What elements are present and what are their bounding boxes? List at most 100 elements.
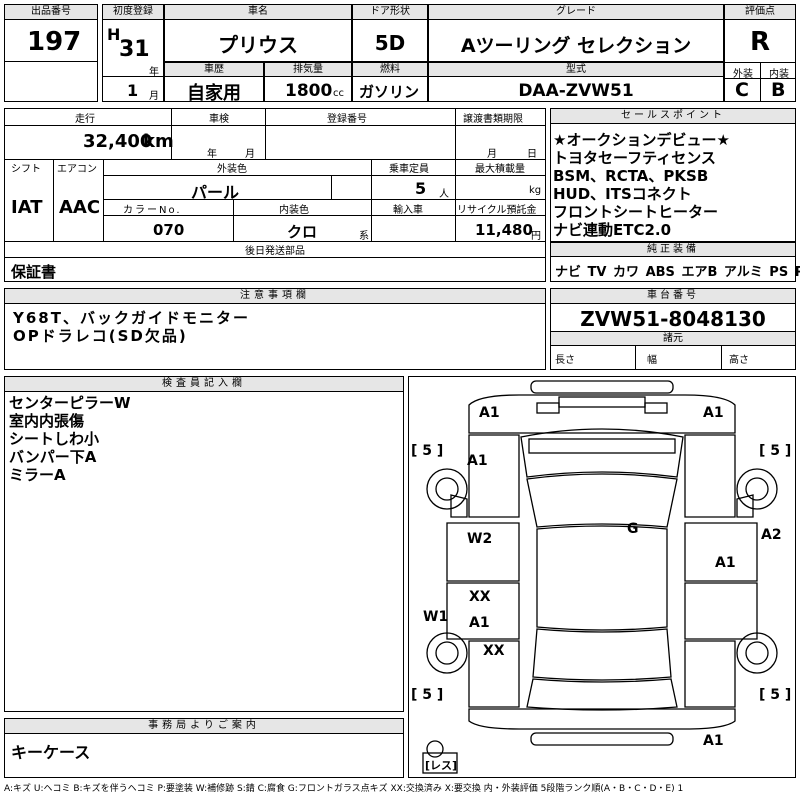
inspector-label: 検査員記入欄 <box>5 377 403 392</box>
equipment-box: 純正装備 ナビ TV カワ ABS エアB アルミ PS PW <box>550 242 800 282</box>
history-box: 車歴 自家用 <box>164 62 264 104</box>
sales-point-line: BSM、RCTA、PKSB <box>553 167 709 185</box>
notes-label: 注意事項欄 <box>5 289 545 304</box>
mark-g-roof: G <box>627 521 639 537</box>
fuel-value: ガソリン <box>359 83 420 101</box>
office-box: 事務局よりご案内 キーケース <box>4 718 404 778</box>
inspector-line: ミラーA <box>9 466 66 484</box>
mark-xx-left-door: XX <box>469 589 491 605</box>
equipment-item: カワ <box>613 265 640 280</box>
displacement-label: 排気量 <box>265 63 351 77</box>
door-label: ドア形状 <box>353 5 427 20</box>
ext-color-value: パール <box>191 183 240 202</box>
grade-box: グレード Aツーリング セレクション <box>428 4 724 62</box>
chassis-box: 車台番号 ZVW51-8048130 諸元 長さ 幅 高さ <box>550 288 796 370</box>
history-label: 車歴 <box>165 63 263 77</box>
lot-number-box: 出品番号 197 <box>4 4 98 102</box>
dims-label: 諸元 <box>551 332 795 345</box>
model-value: DAA-ZVW51 <box>518 81 634 101</box>
car-name-value: プリウス <box>218 33 298 57</box>
notes-list: Y68T、バックガイドモニター OPドラレコ(SD欠品) <box>13 309 250 345</box>
inspection-month-unit: 月 <box>245 149 255 160</box>
office-value: キーケース <box>11 743 91 762</box>
tire-front-left: [ 5 ] <box>411 443 443 459</box>
office-label: 事務局よりご案内 <box>5 719 403 734</box>
mark-a1-left-door: A1 <box>469 615 490 631</box>
era-value: H <box>107 25 121 44</box>
note-line: OPドラレコ(SD欠品) <box>13 327 188 345</box>
model-label: 型式 <box>429 63 723 77</box>
interior-label: 内装 <box>769 69 789 80</box>
mark-a1-front-right: A1 <box>703 405 724 421</box>
color-no-value: 070 <box>153 221 185 239</box>
sales-point-line: ナビ連動ETC2.0 <box>553 221 672 239</box>
displacement-box: 排気量 1800 cc <box>264 62 352 102</box>
equipment-item: エアB <box>681 265 718 280</box>
tire-rear-right: [ 5 ] <box>759 687 791 703</box>
grade-value: Aツーリング セレクション <box>460 35 692 57</box>
mark-a1-right-door: A1 <box>715 555 736 571</box>
month-value: 1 <box>127 81 139 100</box>
later-parts-label: 後日発送部品 <box>245 246 305 257</box>
equipment-items: ナビ TV カワ ABS エアB アルミ PS PW <box>555 261 800 280</box>
equipment-item: TV <box>587 265 607 280</box>
car-name-box: 車名 プリウス <box>164 4 352 62</box>
sales-point-line: フロントシートヒーター <box>553 203 719 221</box>
fuel-label: 燃料 <box>353 63 427 77</box>
sales-point-line: HUD、ITSコネクト <box>553 185 692 203</box>
month-unit: 月 <box>149 91 159 102</box>
sales-points-box: セールスポイント ★オークションデビュー★ トヨタセーフティセンス BSM、RC… <box>550 108 796 242</box>
capacity-unit: 人 <box>439 189 449 200</box>
transfer-label: 譲渡書類期限 <box>463 114 523 125</box>
equipment-item: PS <box>769 265 789 280</box>
transfer-month-unit: 月 <box>487 149 497 160</box>
mark-a1-front-left: A1 <box>479 405 500 421</box>
equipment-item: PW <box>794 265 800 280</box>
door-box: ドア形状 5D <box>352 4 428 62</box>
load-label: 最大積載量 <box>475 164 525 175</box>
spec-table: 走行 車検 登録番号 譲渡書類期限 32,400 km 年 月 月 日 シフト … <box>4 108 546 282</box>
shift-label: シフト <box>11 164 41 175</box>
length-label: 長さ <box>555 355 575 366</box>
inspector-line: バンパー下A <box>9 448 97 466</box>
car-diagram-box: A1 A1 A1 G W2 A2 A1 XX A1 W1 XX A1 [ 5 ]… <box>408 376 796 778</box>
fuel-box: 燃料 ガソリン <box>352 62 428 102</box>
sales-points-label: セールスポイント <box>551 109 795 124</box>
chassis-label: 車台番号 <box>551 289 795 304</box>
inspector-line: シートしわ小 <box>9 430 100 448</box>
capacity-value: 5 <box>415 179 427 198</box>
transfer-day-unit: 日 <box>527 149 537 160</box>
recycle-unit: 円 <box>531 231 541 242</box>
grade-label: グレード <box>429 5 723 20</box>
int-color-value: クロ <box>287 223 318 241</box>
sales-point-line: ★オークションデビュー★ <box>553 131 730 149</box>
score-label: 評価点 <box>725 5 795 20</box>
mileage-label: 走行 <box>75 114 95 125</box>
shift-value: IAT <box>11 197 43 218</box>
door-value: 5D <box>374 31 406 55</box>
mark-xx-rear: XX <box>483 643 505 659</box>
inspector-line: センターピラーW <box>9 394 131 412</box>
exterior-value: C <box>735 79 749 101</box>
history-value: 自家用 <box>187 83 241 104</box>
displacement-value: 1800 <box>285 81 333 101</box>
mark-w1-left: W1 <box>423 609 448 625</box>
inspection-label: 車検 <box>209 114 229 125</box>
first-registration-box: 初度登録 H 31 年 1 月 <box>102 4 164 102</box>
lot-number-label: 出品番号 <box>5 5 97 20</box>
year-value: 31 <box>119 37 150 62</box>
inspector-list: センターピラーW 室内内張傷 シートしわ小 バンパー下A ミラーA <box>9 394 131 484</box>
mileage-value: 32,400 <box>83 131 153 152</box>
score-box: 評価点 R 外装 内装 C B <box>724 4 796 102</box>
later-parts-value: 保証書 <box>11 263 57 281</box>
legend: A:キズ U:ヘコミ B:キズを伴うヘコミ P:要塗装 W:補修跡 S:錆 C:… <box>4 784 684 794</box>
color-no-label: カラーNo. <box>123 205 182 216</box>
lot-number-value: 197 <box>27 27 82 57</box>
sales-point-line: トヨタセーフティセンス <box>553 149 716 167</box>
mark-a1-rear: A1 <box>703 733 724 749</box>
displacement-unit: cc <box>333 88 344 99</box>
exterior-label: 外装 <box>733 69 753 80</box>
width-label: 幅 <box>647 355 657 366</box>
equipment-label: 純正装備 <box>551 243 795 257</box>
reg-number-label: 登録番号 <box>327 114 367 125</box>
